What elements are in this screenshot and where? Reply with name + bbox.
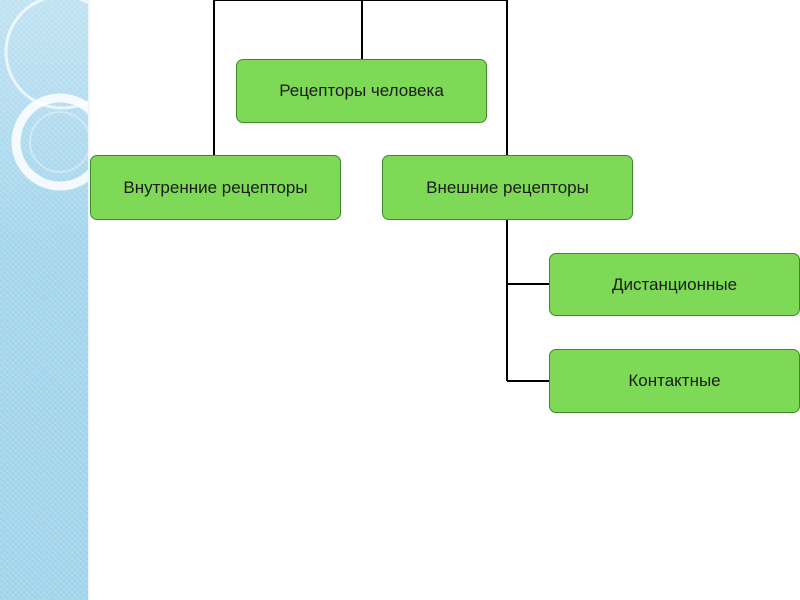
- decorative-sidebar: [0, 0, 89, 600]
- sidebar-edge: [88, 0, 91, 600]
- node-human-receptors: Рецепторы человека: [236, 59, 487, 123]
- node-external-receptors: Внешние рецепторы: [382, 155, 633, 220]
- node-label: Внешние рецепторы: [426, 177, 589, 197]
- node-internal-receptors: Внутренние рецепторы: [90, 155, 341, 220]
- node-label: Дистанционные: [611, 274, 738, 294]
- node-label: Рецепторы человека: [279, 81, 444, 100]
- node-contact: Контактные: [549, 349, 800, 413]
- node-label: Контактные: [628, 371, 721, 390]
- decorative-circles: [4, 0, 88, 191]
- node-distant: Дистанционные: [549, 253, 800, 316]
- node-label: Внутренние рецепторы: [123, 177, 308, 197]
